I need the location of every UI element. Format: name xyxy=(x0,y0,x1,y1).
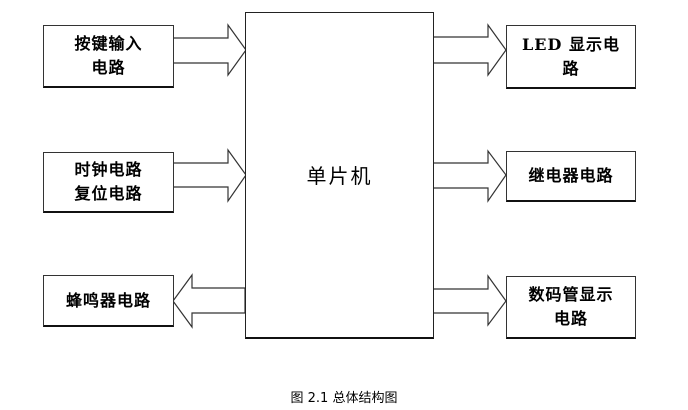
buzzer-block: 蜂鸣器电路 xyxy=(43,275,174,327)
key-input-label-line1: 按键输入 xyxy=(74,34,143,53)
arrow-key-input-to-mcu xyxy=(172,23,247,77)
key-input-label-line2: 电路 xyxy=(91,58,126,77)
led-display-block: LED 显示电 路 xyxy=(506,25,636,89)
mcu-block: 单片机 xyxy=(245,12,434,339)
buzzer-label: 蜂鸣器电路 xyxy=(65,290,151,310)
led-display-label-line2: 路 xyxy=(562,58,580,78)
led-display-label-line1: LED 显示电 xyxy=(522,34,620,54)
relay-label: 继电器电路 xyxy=(528,166,614,185)
key-input-block: 按键输入 电路 xyxy=(43,25,174,88)
clock-reset-label-line2: 复位电路 xyxy=(74,184,143,203)
arrow-mcu-to-relay xyxy=(432,149,507,203)
relay-block: 继电器电路 xyxy=(506,151,636,202)
mcu-label: 单片机 xyxy=(306,164,373,188)
clock-reset-label-line1: 时钟电路 xyxy=(74,160,143,179)
arrow-mcu-to-led xyxy=(432,23,507,77)
digital-tube-block: 数码管显示 电路 xyxy=(506,276,636,339)
arrow-clock-reset-to-mcu xyxy=(172,148,247,203)
figure-caption: 图 2.1 总体结构图 xyxy=(290,391,398,406)
arrow-mcu-to-digital-tube xyxy=(432,274,507,327)
digital-tube-label-line2: 电路 xyxy=(553,309,588,328)
digital-tube-label-line1: 数码管显示 xyxy=(528,285,614,304)
clock-reset-block: 时钟电路 复位电路 xyxy=(43,152,174,213)
arrow-mcu-to-buzzer xyxy=(172,273,246,329)
